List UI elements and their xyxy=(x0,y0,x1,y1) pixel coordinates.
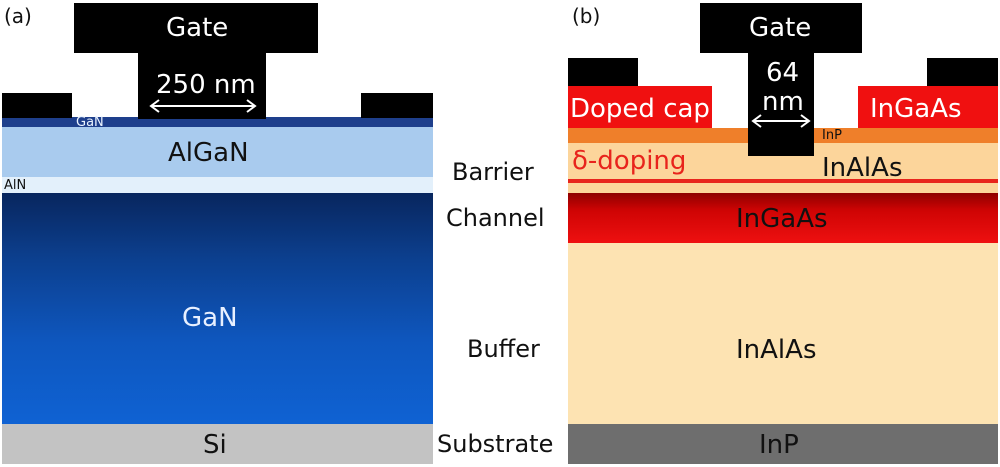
si-substrate-layer xyxy=(2,424,433,464)
role-substrate: Substrate xyxy=(437,430,554,458)
source-contact xyxy=(2,93,72,118)
role-buffer: Buffer xyxy=(467,335,540,363)
delta-doping-plane xyxy=(568,179,998,183)
doped-cap-label: Doped cap xyxy=(570,94,710,124)
role-channel: Channel xyxy=(446,204,545,232)
inalas-spacer-layer xyxy=(568,183,998,193)
gan-buffer-label: GaN xyxy=(182,303,238,333)
gate-length-value: 64 xyxy=(766,58,800,88)
gate-label: Gate xyxy=(749,13,812,43)
drain-contact xyxy=(927,58,998,86)
gan-cap-label: GaN xyxy=(76,115,104,130)
delta-doping-label: δ-doping xyxy=(572,146,687,176)
role-barrier: Barrier xyxy=(452,158,534,186)
inp-substrate-label: InP xyxy=(759,430,799,460)
gate-length-unit: nm xyxy=(762,87,804,117)
ingaas-channel-layer xyxy=(568,193,998,243)
aln-spacer-layer xyxy=(2,177,433,193)
panel-a-label: (a) xyxy=(4,4,32,28)
drain-contact xyxy=(361,93,433,118)
inp-etch-stop-label: InP xyxy=(822,128,842,143)
doped-cap-left xyxy=(568,86,712,128)
panel-b-label: (b) xyxy=(572,4,601,28)
doped-cap-right xyxy=(858,86,998,128)
gate-label: Gate xyxy=(166,13,229,43)
gate-stem xyxy=(138,53,266,119)
ingaas-channel-label: InGaAs xyxy=(736,204,828,234)
inalas-buffer-layer xyxy=(568,243,998,424)
inp-substrate-layer xyxy=(568,424,998,464)
si-label: Si xyxy=(203,430,227,460)
gan-cap-layer xyxy=(2,117,433,127)
cap-ingaas-label: InGaAs xyxy=(870,94,962,124)
gate-head xyxy=(700,3,862,53)
source-contact xyxy=(568,58,638,86)
gate-stem xyxy=(748,53,814,156)
algan-label: AlGaN xyxy=(168,138,249,168)
gate-length-arrow xyxy=(149,99,257,113)
inalas-buffer-label: InAlAs xyxy=(736,335,817,365)
aln-label: AlN xyxy=(4,178,27,193)
gate-length-label: 250 nm xyxy=(156,70,256,100)
inalas-barrier-label: InAlAs xyxy=(822,153,903,183)
algan-barrier-layer xyxy=(2,127,433,177)
gate-head xyxy=(74,3,318,53)
gate-length-arrow xyxy=(751,114,811,128)
gan-buffer-layer xyxy=(2,193,433,424)
